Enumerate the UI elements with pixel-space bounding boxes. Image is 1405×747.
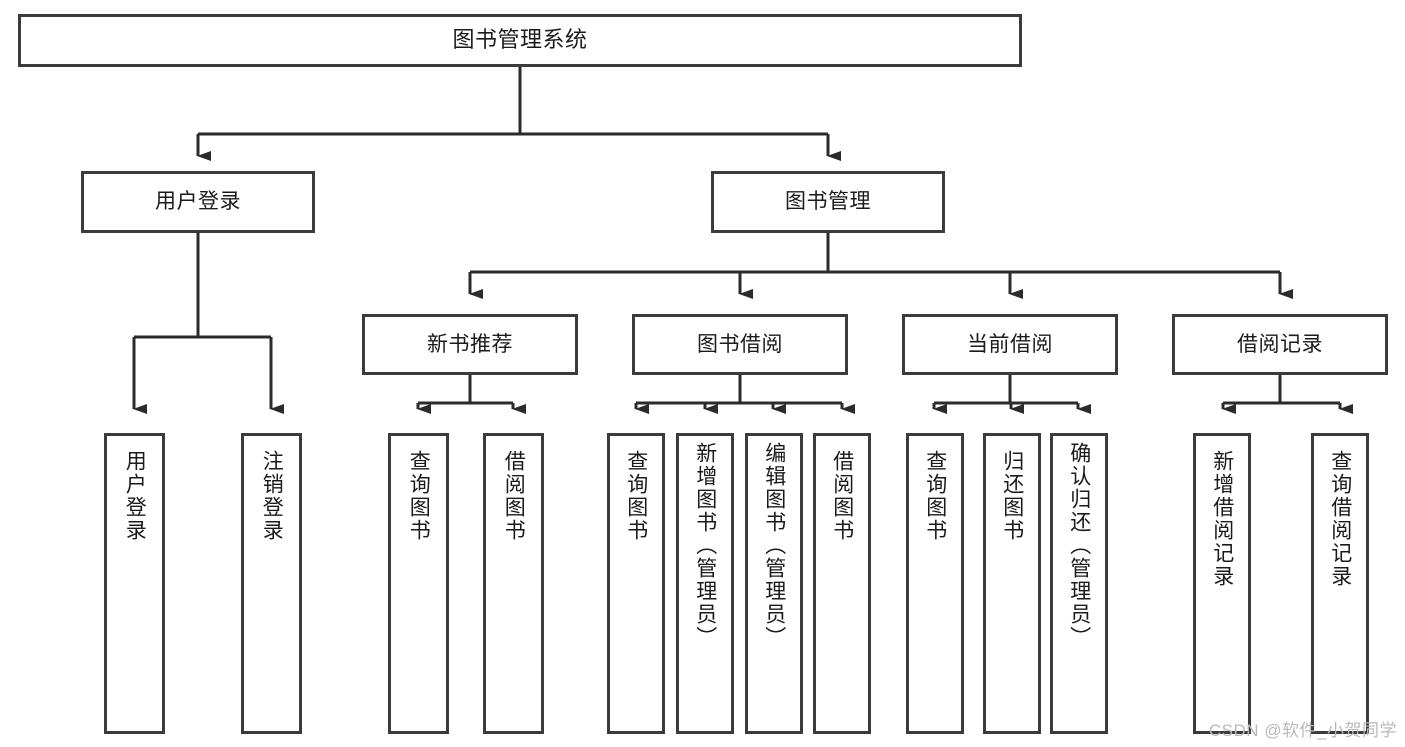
leaf-return-book-label: 归还图书 <box>1000 450 1024 542</box>
leaf-add-book-label: 新增图书（管理员） <box>693 442 717 649</box>
node-user-login[interactable]: 用户登录 <box>81 171 315 233</box>
watermark-text: CSDN @软件_小贺同学 <box>1208 721 1397 740</box>
leaf-query-book-2-label: 查询图书 <box>624 450 648 542</box>
leaf-borrow-book-1[interactable]: 借阅图书 <box>483 433 544 734</box>
node-new-book-recommend[interactable]: 新书推荐 <box>362 314 578 375</box>
leaf-user-login[interactable]: 用户登录 <box>104 433 165 734</box>
leaf-return-book[interactable]: 归还图书 <box>983 433 1041 734</box>
node-user-login-label: 用户登录 <box>155 190 241 214</box>
leaf-logout-login-label: 注销登录 <box>260 450 284 542</box>
node-borrow-record-label: 借阅记录 <box>1237 332 1323 356</box>
node-book-borrow[interactable]: 图书借阅 <box>632 314 848 375</box>
leaf-edit-book-label: 编辑图书（管理员） <box>762 442 786 649</box>
node-book-manage[interactable]: 图书管理 <box>711 171 945 233</box>
leaf-query-book-1-label: 查询图书 <box>407 450 431 542</box>
leaf-logout-login[interactable]: 注销登录 <box>241 433 302 734</box>
leaf-borrow-book-2[interactable]: 借阅图书 <box>813 433 871 734</box>
node-new-book-recommend-label: 新书推荐 <box>427 332 513 356</box>
node-current-borrow-label: 当前借阅 <box>967 332 1053 356</box>
leaf-query-record-label: 查询借阅记录 <box>1328 450 1352 588</box>
leaf-borrow-book-2-label: 借阅图书 <box>830 450 854 542</box>
node-root-label: 图书管理系统 <box>452 27 588 53</box>
leaf-confirm-return[interactable]: 确认归还（管理员） <box>1050 433 1108 734</box>
leaf-query-book-2[interactable]: 查询图书 <box>607 433 665 734</box>
leaf-query-record[interactable]: 查询借阅记录 <box>1311 433 1369 734</box>
node-book-manage-label: 图书管理 <box>785 190 871 214</box>
node-borrow-record[interactable]: 借阅记录 <box>1172 314 1388 375</box>
leaf-add-record[interactable]: 新增借阅记录 <box>1193 433 1251 734</box>
leaf-add-book[interactable]: 新增图书（管理员） <box>676 433 734 734</box>
leaf-borrow-book-1-label: 借阅图书 <box>502 450 526 542</box>
leaf-query-book-3[interactable]: 查询图书 <box>906 433 964 734</box>
leaf-confirm-return-label: 确认归还（管理员） <box>1067 442 1091 649</box>
node-current-borrow[interactable]: 当前借阅 <box>902 314 1118 375</box>
leaf-edit-book[interactable]: 编辑图书（管理员） <box>745 433 803 734</box>
node-book-borrow-label: 图书借阅 <box>697 332 783 356</box>
leaf-add-record-label: 新增借阅记录 <box>1210 450 1234 588</box>
node-root[interactable]: 图书管理系统 <box>18 14 1022 67</box>
leaf-query-book-1[interactable]: 查询图书 <box>388 433 449 734</box>
leaf-user-login-label: 用户登录 <box>123 450 147 542</box>
leaf-query-book-3-label: 查询图书 <box>923 450 947 542</box>
